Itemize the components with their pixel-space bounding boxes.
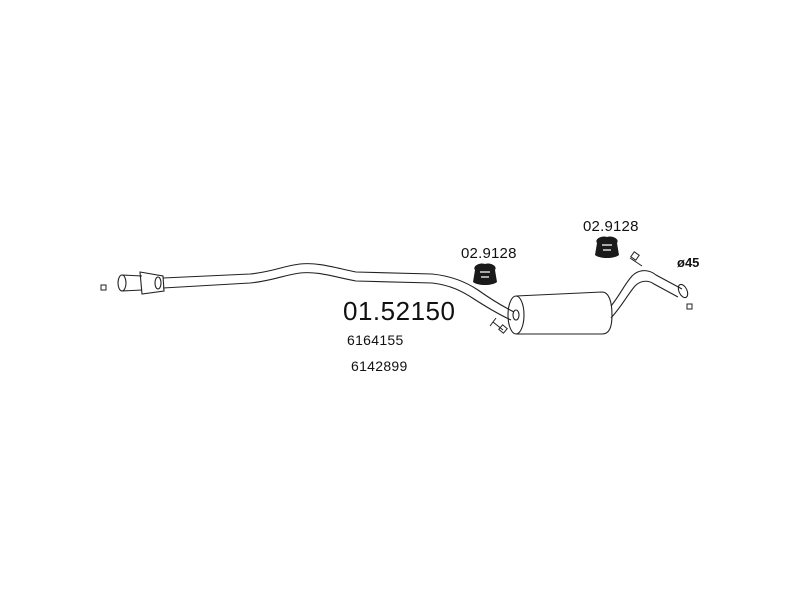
hanger-part-number: 02.9128 xyxy=(583,218,639,235)
outlet-diameter-label: ø45 xyxy=(677,255,700,270)
hanger-part-number: 02.9128 xyxy=(461,245,517,262)
muffler xyxy=(507,291,613,335)
tail-pipe xyxy=(610,270,689,319)
end-marker-left xyxy=(100,284,107,291)
oem-number: 6164155 xyxy=(347,332,404,348)
end-marker-right xyxy=(686,303,693,310)
bolt-icon xyxy=(629,251,643,267)
rubber-hanger-icon xyxy=(595,236,619,258)
rubber-hanger-icon xyxy=(473,263,497,285)
front-pipe xyxy=(162,263,515,321)
bolt-icon xyxy=(489,317,508,334)
part-number: 01.52150 xyxy=(343,296,456,326)
inlet-flange xyxy=(117,271,165,295)
oem-number: 6142899 xyxy=(351,358,408,374)
